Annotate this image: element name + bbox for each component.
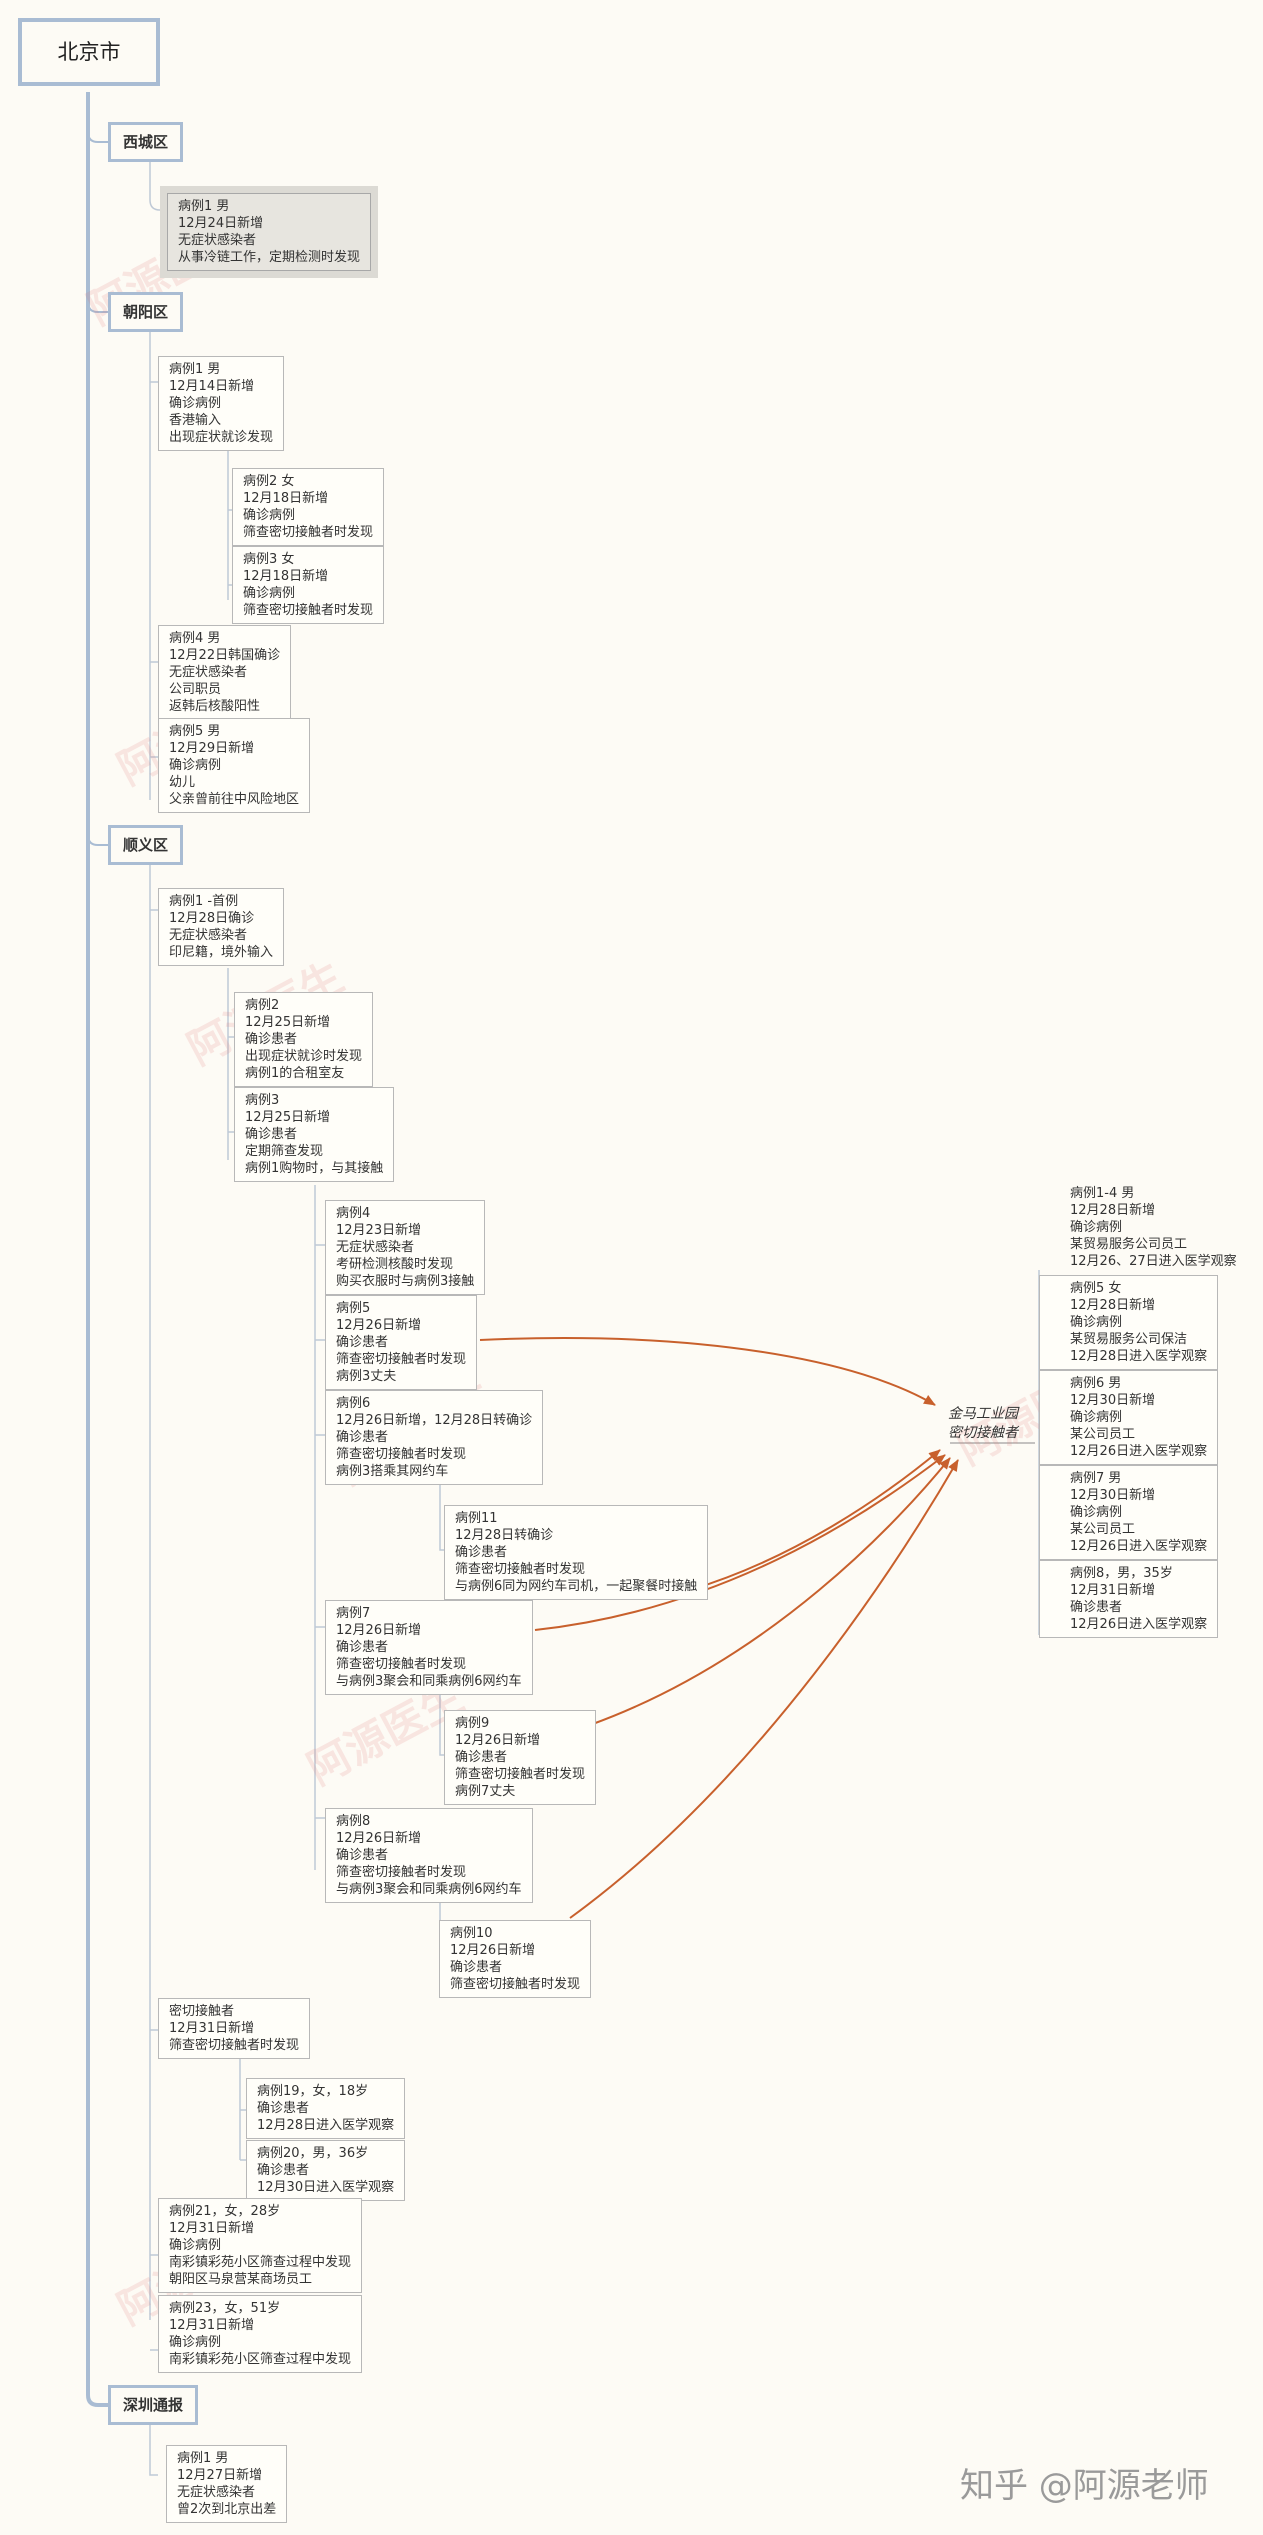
root-node: 北京市 bbox=[18, 18, 160, 86]
brand-watermark: 知乎 @阿源老师 bbox=[960, 2466, 1209, 2506]
arrow-case7-to-hub bbox=[534, 1454, 946, 1631]
arrow-case11-to-hub bbox=[689, 1449, 941, 1591]
branch-xicheng bbox=[87, 131, 110, 143]
district-shenzhen: 深圳通报 bbox=[108, 2385, 199, 2425]
main-spine bbox=[86, 92, 110, 2407]
hub-label: 金马工业园密切接触者 bbox=[948, 1406, 1018, 1441]
district-xicheng: 西城区 bbox=[108, 122, 184, 162]
branch-shunyi bbox=[87, 834, 110, 846]
arrow-case9-to-hub bbox=[589, 1457, 951, 1726]
district-chaoyang: 朝阳区 bbox=[108, 292, 184, 332]
arrow-case10-to-hub bbox=[569, 1459, 959, 1919]
district-shunyi: 顺义区 bbox=[108, 825, 184, 865]
arrow-case5-to-hub bbox=[479, 1337, 936, 1406]
branch-chaoyang bbox=[87, 301, 110, 313]
